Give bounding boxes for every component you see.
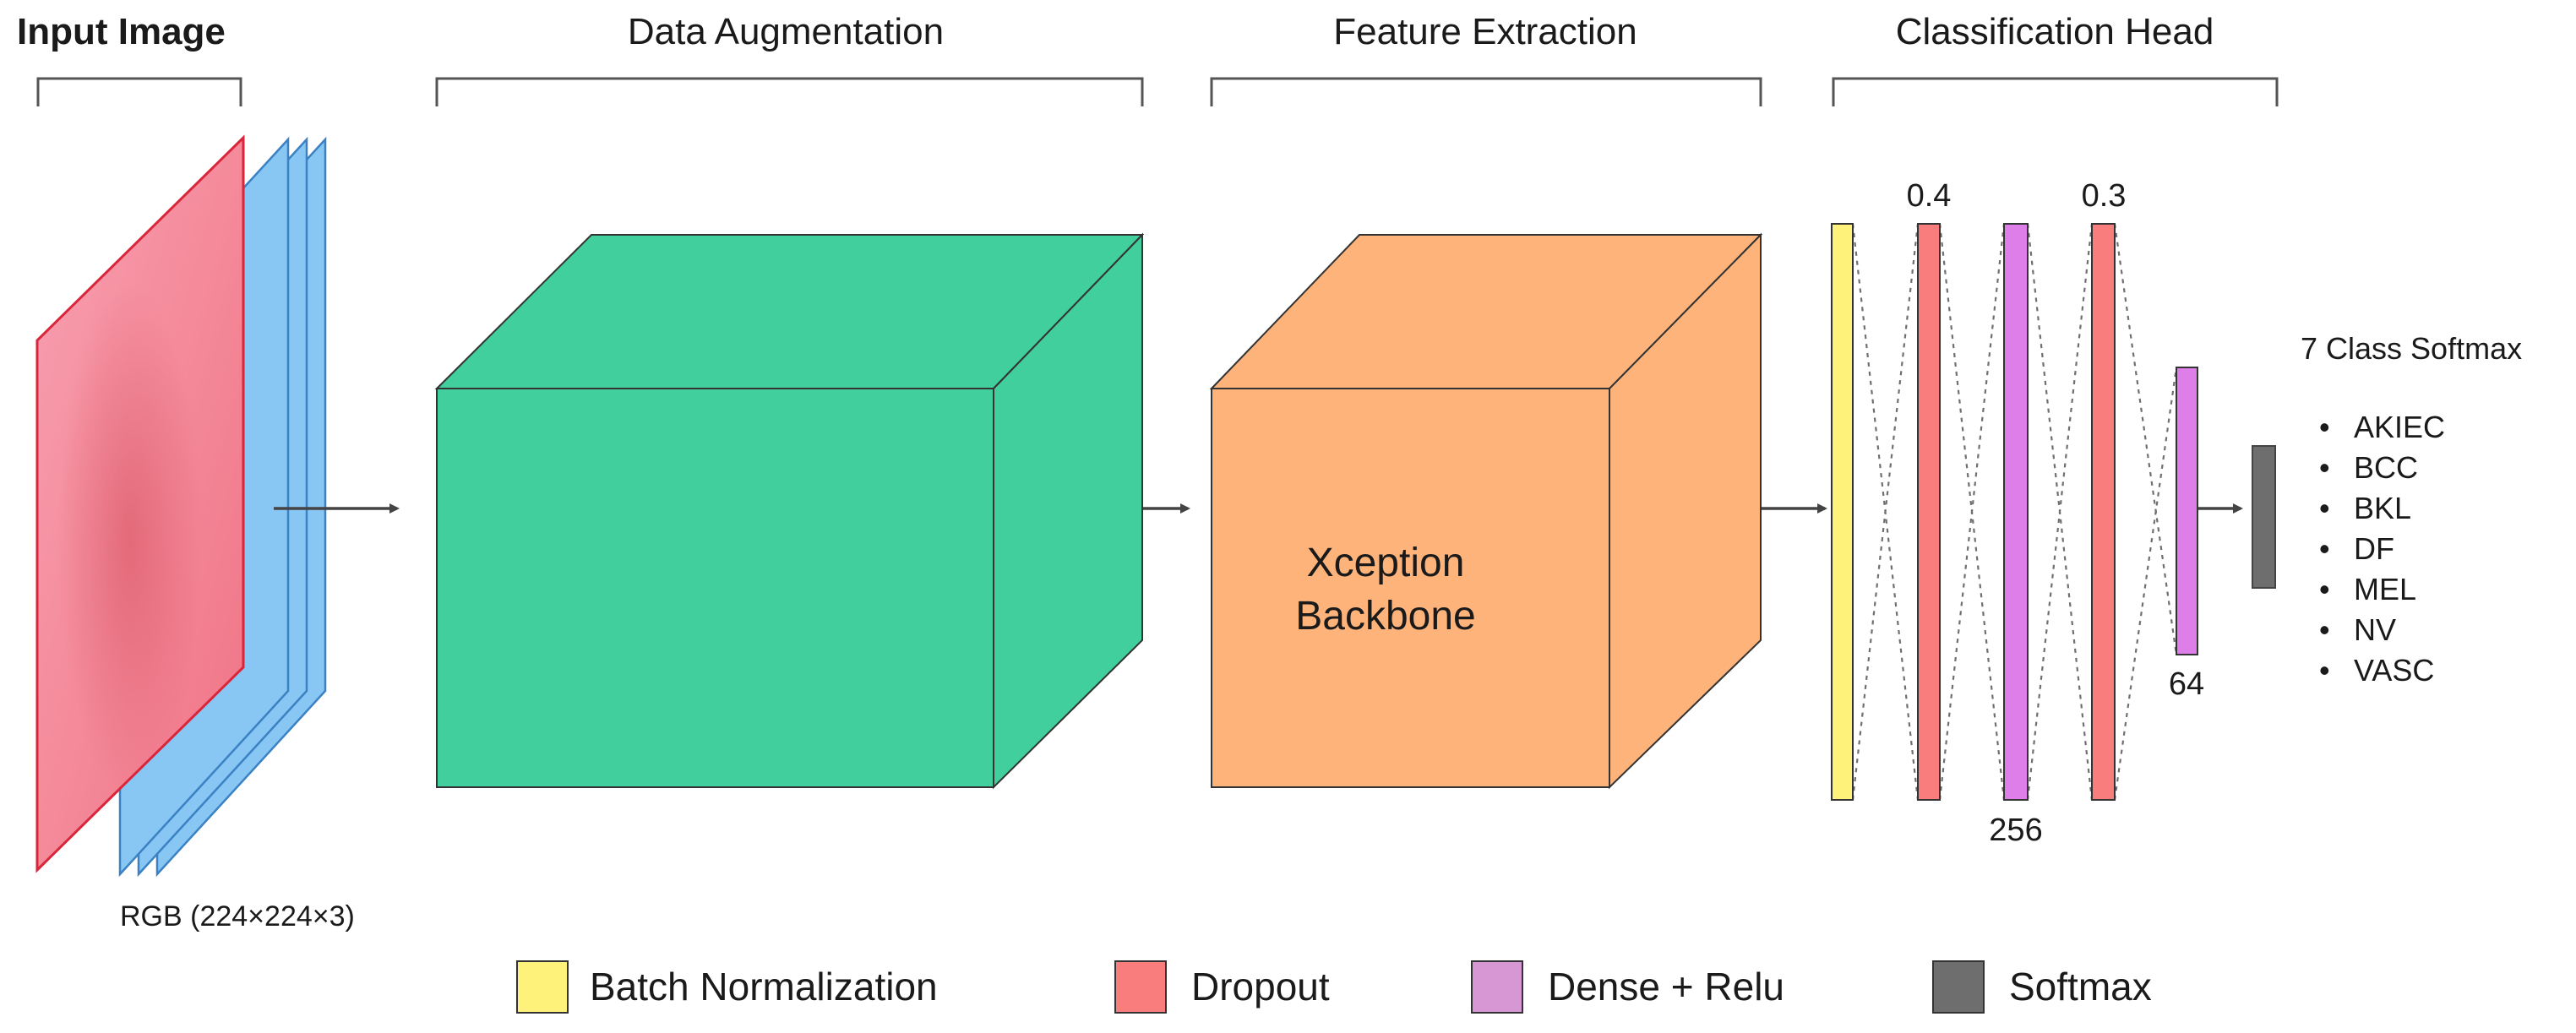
bracket-input: [36, 77, 242, 106]
class-item: DF: [2354, 531, 2394, 566]
class-bullet: •: [2319, 491, 2330, 525]
section-title-input: Input Image: [17, 11, 226, 52]
section-title-augmentation: Data Augmentation: [628, 11, 944, 52]
class-bullet: •: [2319, 653, 2330, 688]
legend-swatch-dense: [1471, 960, 1523, 1014]
legend-swatch-batch-norm: [516, 960, 569, 1014]
layer-connections: [1851, 223, 2178, 801]
class-item: NV: [2354, 612, 2396, 647]
softmax-title: 7 Class Softmax: [2301, 331, 2522, 366]
batch-norm-layer: [1831, 223, 1854, 801]
bracket-head: [1832, 77, 2279, 106]
class-bullet: •: [2319, 450, 2330, 485]
augmentation-block-front: [436, 388, 994, 788]
class-bullet: •: [2319, 572, 2330, 606]
class-item: AKIEC: [2354, 410, 2445, 444]
dropout-layer-2: [2091, 223, 2116, 801]
class-bullet: •: [2319, 410, 2330, 444]
dropout-layer-1: [1917, 223, 1941, 801]
dense-layer-64: [2176, 367, 2198, 655]
dense-layer-256: [2003, 223, 2029, 801]
input-caption: RGB (224×224×3): [120, 900, 355, 932]
class-item: MEL: [2354, 572, 2416, 606]
class-item: BKL: [2354, 491, 2411, 525]
bracket-feature: [1210, 77, 1762, 106]
class-bullet: •: [2319, 612, 2330, 647]
class-item: BCC: [2354, 450, 2418, 485]
legend-label-dropout: Dropout: [1191, 965, 1330, 1009]
backbone-block: [1209, 232, 1763, 790]
class-item: VASC: [2354, 653, 2434, 688]
dropout-rate-2: 0.3: [2082, 178, 2127, 214]
legend-swatch-softmax: [1932, 960, 1985, 1014]
dropout-rate-1: 0.4: [1907, 178, 1952, 214]
dense-units-256: 256: [1989, 813, 2042, 848]
softmax-layer: [2252, 445, 2276, 589]
dense-units-64: 64: [2169, 666, 2204, 702]
legend-label-dense: Dense + Relu: [1548, 965, 1784, 1009]
input-skin-lesion: [37, 138, 243, 870]
backbone-label-line2: Backbone: [1295, 594, 1476, 639]
augmentation-block: [434, 232, 1145, 790]
class-bullet: •: [2319, 531, 2330, 566]
legend-label-batch-norm: Batch Normalization: [590, 965, 938, 1009]
legend-label-softmax: Softmax: [2009, 965, 2152, 1009]
backbone-block-front: [1211, 388, 1610, 788]
legend-swatch-dropout: [1114, 960, 1167, 1014]
bracket-augmentation: [435, 77, 1144, 106]
section-title-head: Classification Head: [1896, 11, 2214, 52]
section-title-feature: Feature Extraction: [1333, 11, 1637, 52]
legend: Batch Normalization Dropout Dense + Relu…: [516, 960, 2152, 1014]
class-list: • AKIEC • BCC • BKL • DF • MEL • NV • VA…: [2319, 410, 2445, 688]
input-image-stack: [35, 134, 327, 878]
backbone-label-line1: Xception: [1307, 541, 1465, 585]
